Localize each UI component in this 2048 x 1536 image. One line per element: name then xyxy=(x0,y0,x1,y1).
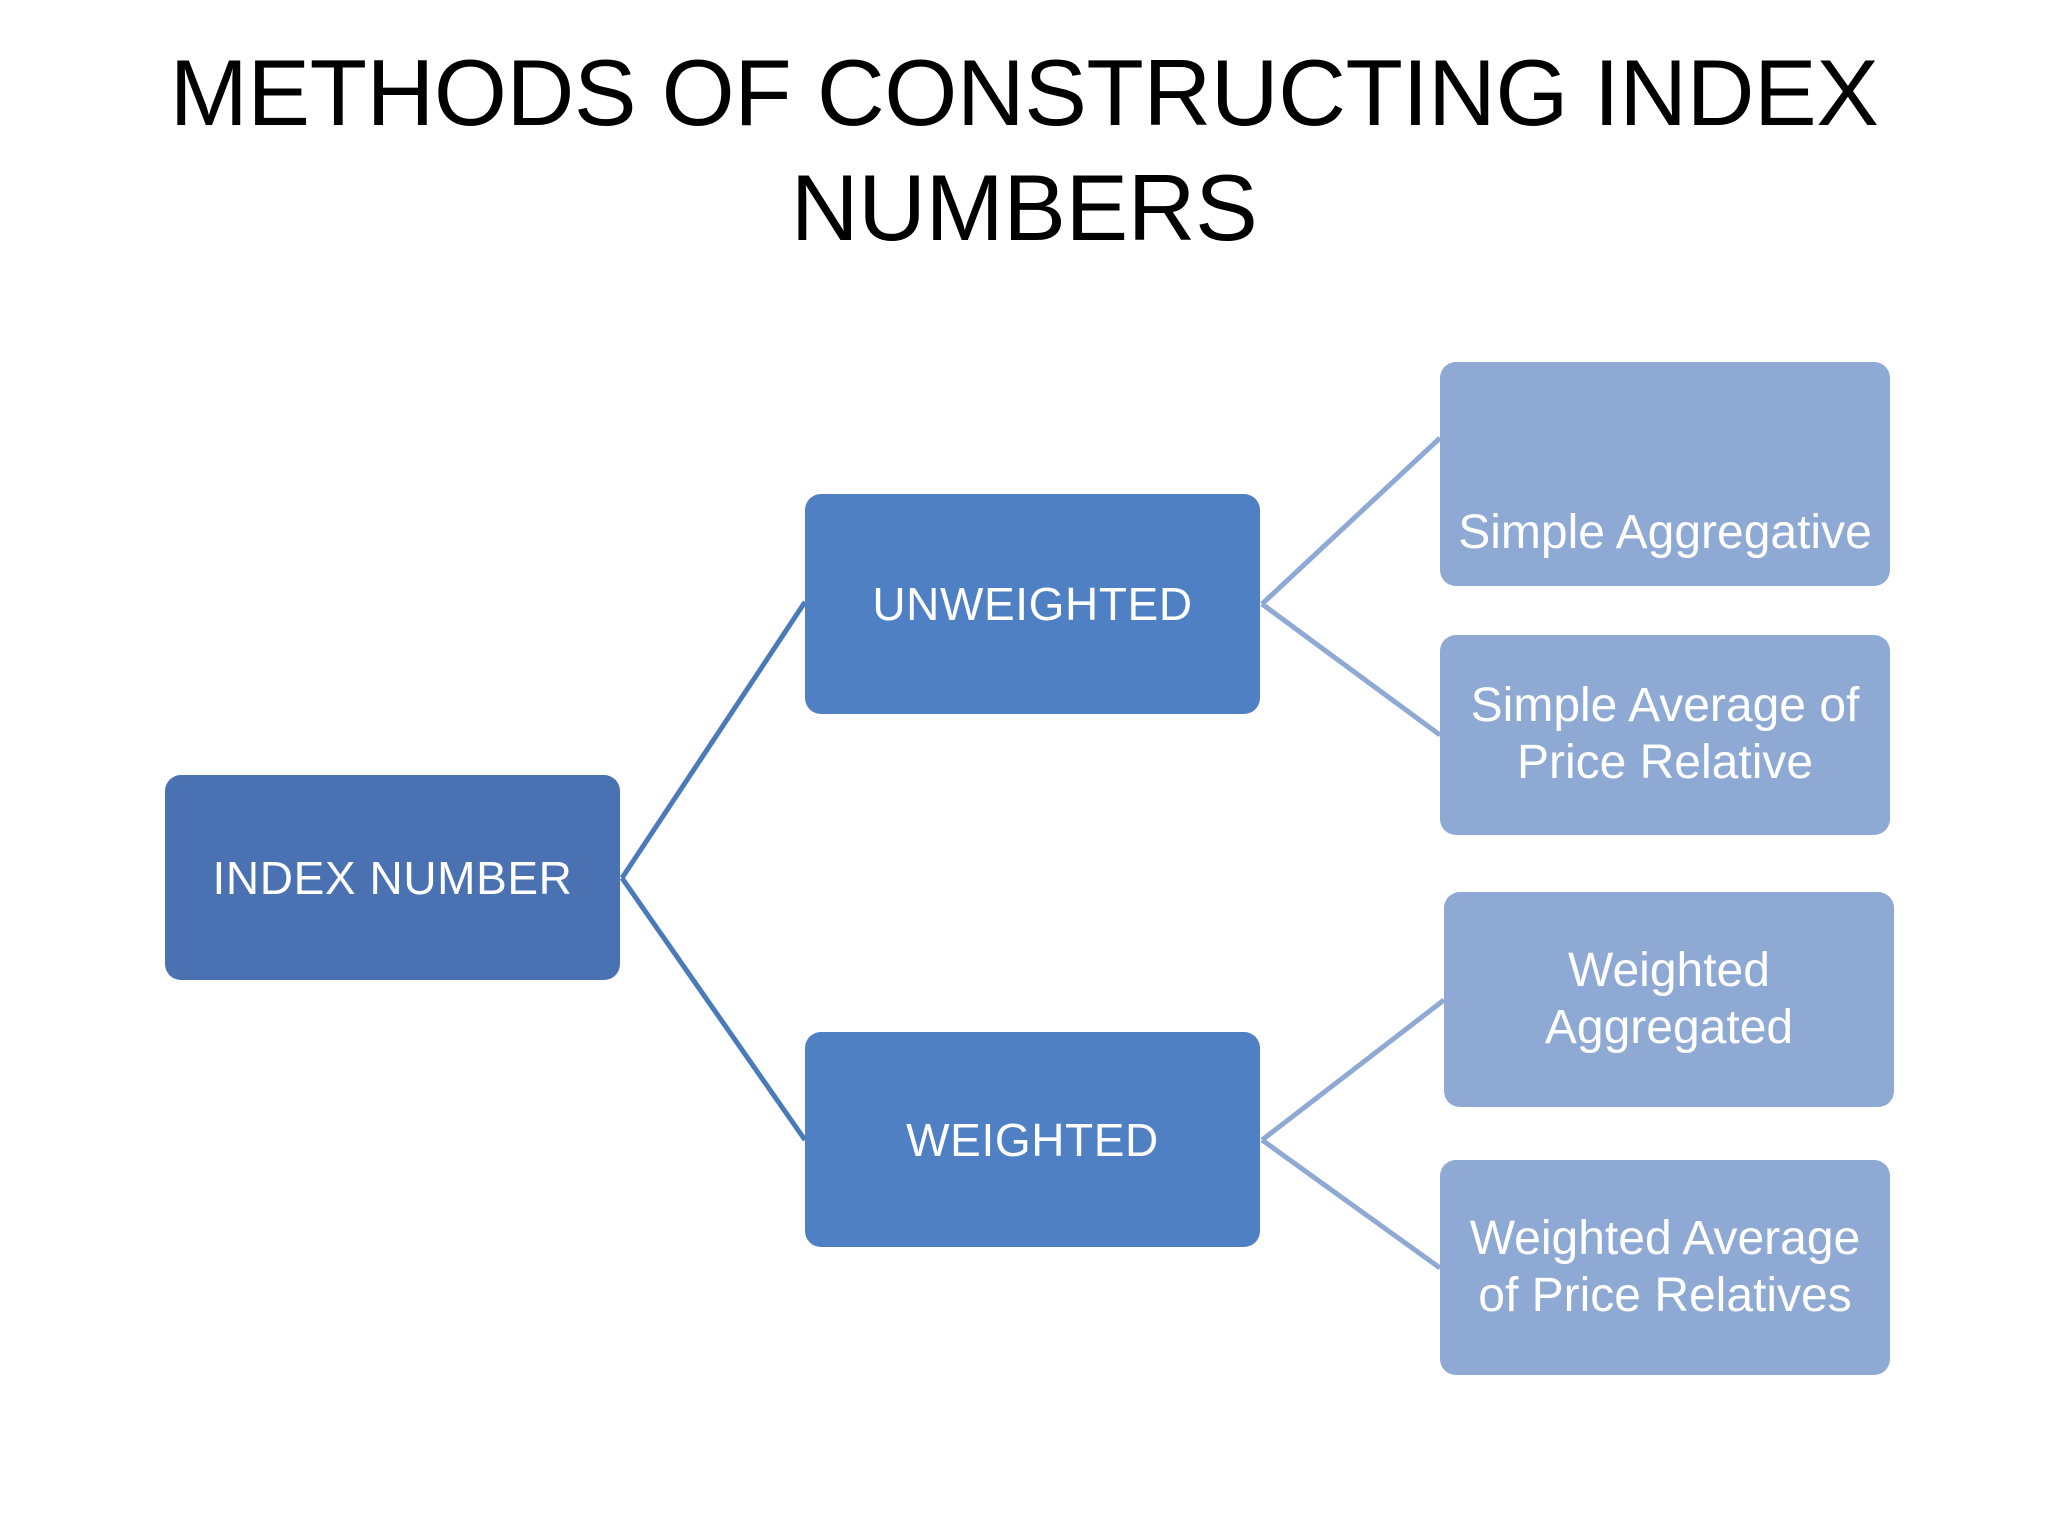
node-simple-average-of-price-relative[interactable]: Simple Average of Price Relative xyxy=(1440,635,1890,835)
node-weighted-aggregated-label: Weighted Aggregated xyxy=(1544,943,1794,1054)
connector-root-to-unweighted xyxy=(619,600,808,880)
connector-weighted-to-weighted-aggregated xyxy=(1260,998,1446,1142)
node-index-number[interactable]: INDEX NUMBER xyxy=(165,775,620,980)
connector-unweighted-to-simple-aggregative xyxy=(1260,436,1442,606)
node-simple-aggregative-label: Simple Aggregative xyxy=(1458,506,1872,560)
node-weighted-label: WEIGHTED xyxy=(906,1113,1159,1166)
node-weighted-aggregated[interactable]: Weighted Aggregated xyxy=(1444,892,1894,1107)
node-weighted[interactable]: WEIGHTED xyxy=(805,1032,1260,1247)
node-unweighted[interactable]: UNWEIGHTED xyxy=(805,494,1260,714)
node-unweighted-label: UNWEIGHTED xyxy=(872,578,1193,630)
connector-root-to-weighted xyxy=(619,876,808,1142)
node-weighted-average-of-price-relatives[interactable]: Weighted Average of Price Relatives xyxy=(1440,1160,1890,1375)
node-index-number-label: INDEX NUMBER xyxy=(212,851,573,904)
connector-weighted-to-weighted-average xyxy=(1260,1137,1442,1271)
connector-unweighted-to-simple-average xyxy=(1260,601,1442,738)
node-simple-average-of-price-relative-label: Simple Average of Price Relative xyxy=(1470,679,1860,789)
node-simple-aggregative[interactable]: Simple Aggregative xyxy=(1440,362,1890,586)
node-weighted-average-of-price-relatives-label: Weighted Average of Price Relatives xyxy=(1469,1211,1861,1322)
page-title: METHODS OF CONSTRUCTING INDEX NUMBERS xyxy=(169,40,1879,260)
